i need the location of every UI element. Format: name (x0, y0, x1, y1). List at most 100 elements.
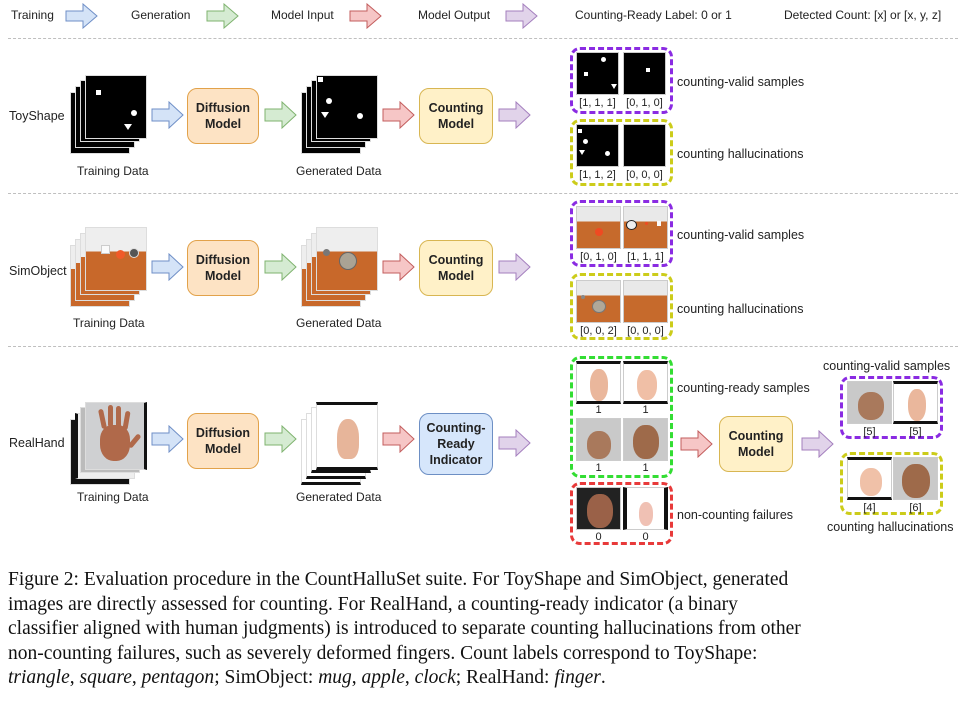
box-line: Indicator (429, 453, 483, 467)
sample-image (893, 381, 938, 424)
box-line: Model (204, 117, 242, 131)
count-label: [1, 1, 1] (579, 97, 616, 109)
caption-text: , (351, 667, 362, 688)
box-line: Diffusion (195, 101, 251, 115)
counting-hallucination-group (570, 119, 673, 186)
sample-image (623, 418, 668, 461)
box-line: Model (437, 269, 475, 283)
generated-data-label: Generated Data (296, 164, 382, 178)
model-output-arrow-icon (498, 429, 531, 457)
box-line: Model (204, 442, 242, 456)
sample-image (576, 206, 621, 249)
count-label: [1, 1, 1] (627, 251, 664, 263)
counting-hallucination-label: counting hallucinations (677, 147, 804, 161)
count-label: [0, 1, 0] (626, 97, 663, 109)
separator (8, 38, 958, 39)
caption-line: classifier aligned with human judgments)… (8, 618, 801, 639)
sample-image (623, 206, 668, 249)
legend-model-output-label: Model Output (418, 8, 491, 22)
generated-data-label: Generated Data (296, 316, 382, 330)
training-data-label: Training Data (73, 316, 145, 330)
counting-hallucination-label: counting hallucinations (677, 302, 804, 316)
counting-valid-group (570, 47, 673, 114)
ready-label: 1 (595, 404, 602, 416)
non-counting-failure-label: non-counting failures (677, 508, 794, 522)
box-line: Ready (437, 437, 475, 451)
training-data-label: Training Data (77, 164, 149, 178)
training-arrow-icon (151, 425, 184, 453)
generation-arrow-icon (264, 101, 297, 129)
count-label: [0, 1, 0] (580, 251, 617, 263)
caption-text: . (600, 667, 606, 688)
counting-ready-label: counting-ready samples (677, 381, 810, 395)
ready-label: 0 (642, 531, 649, 543)
figure-caption: Figure 2: Evaluation procedure in the Co… (8, 568, 958, 691)
legend-training-label: Training (11, 8, 54, 22)
count-label: [5] (863, 426, 876, 438)
caption-line: Figure 2: Evaluation procedure in the Co… (8, 569, 789, 590)
row-label: ToyShape (9, 109, 65, 123)
sample-image (576, 280, 621, 323)
model-input-arrow-icon (349, 3, 382, 29)
generation-arrow-icon (264, 425, 297, 453)
ready-label: 0 (595, 531, 602, 543)
sample-image (847, 381, 892, 424)
sample-image (576, 361, 621, 404)
count-label: [5] (909, 426, 922, 438)
legend-model-input-label: Model Input (271, 8, 334, 22)
caption-term: finger (554, 667, 601, 688)
ready-label: 1 (595, 462, 602, 474)
model-output-arrow-icon (498, 253, 531, 281)
separator (8, 346, 958, 347)
sample-image (623, 361, 668, 404)
count-label: [6] (909, 502, 922, 514)
generated-data-label: Generated Data (296, 490, 382, 504)
counting-hallucination-group (570, 273, 673, 340)
counting-valid-label: counting-valid samples (677, 75, 805, 89)
row-label: RealHand (9, 436, 65, 450)
caption-term: apple (361, 667, 405, 688)
caption-line: non-counting failures, such as severely … (8, 642, 758, 664)
model-output-arrow-icon (801, 430, 834, 458)
training-arrow-icon (151, 253, 184, 281)
caption-term: mug (318, 667, 352, 688)
box-line: Counting (428, 101, 484, 115)
generation-arrow-icon (264, 253, 297, 281)
count-label: [0, 0, 0] (626, 169, 663, 181)
caption-line: images are directly assessed for countin… (8, 593, 738, 615)
count-label: [0, 0, 2] (580, 325, 617, 337)
caption-text: ; SimObject: (214, 667, 319, 688)
count-label: [0, 0, 0] (627, 325, 664, 337)
non-counting-failure-group (570, 482, 673, 545)
model-input-arrow-icon (680, 430, 713, 458)
caption-text: , (69, 667, 80, 688)
box-line: Diffusion (195, 426, 251, 440)
counting-valid-group (840, 376, 943, 439)
box-line: Counting (728, 429, 784, 443)
model-output-arrow-icon (505, 3, 538, 29)
box-line: Diffusion (195, 253, 251, 267)
legend-counting-ready-label: Counting-Ready Label: 0 or 1 (575, 8, 732, 22)
sample-image (576, 418, 621, 461)
counting-ready-group (570, 356, 673, 478)
caption-term: clock (414, 667, 456, 688)
sample-image (847, 457, 892, 500)
count-label: [4] (863, 502, 876, 514)
model-output-arrow-icon (498, 101, 531, 129)
caption-text: ; RealHand: (455, 667, 555, 688)
sample-image (623, 52, 666, 95)
counting-valid-label: counting-valid samples (677, 228, 805, 242)
separator (8, 193, 958, 194)
caption-line: triangle, square, pentagon; SimObject: m… (8, 666, 958, 691)
model-input-arrow-icon (382, 253, 415, 281)
ready-label: 1 (642, 404, 649, 416)
caption-term: triangle (8, 667, 70, 688)
box-line: Model (437, 117, 475, 131)
box-line: Counting- (426, 421, 486, 435)
caption-term: pentagon (141, 667, 215, 688)
model-input-arrow-icon (382, 101, 415, 129)
sample-image (623, 280, 668, 323)
